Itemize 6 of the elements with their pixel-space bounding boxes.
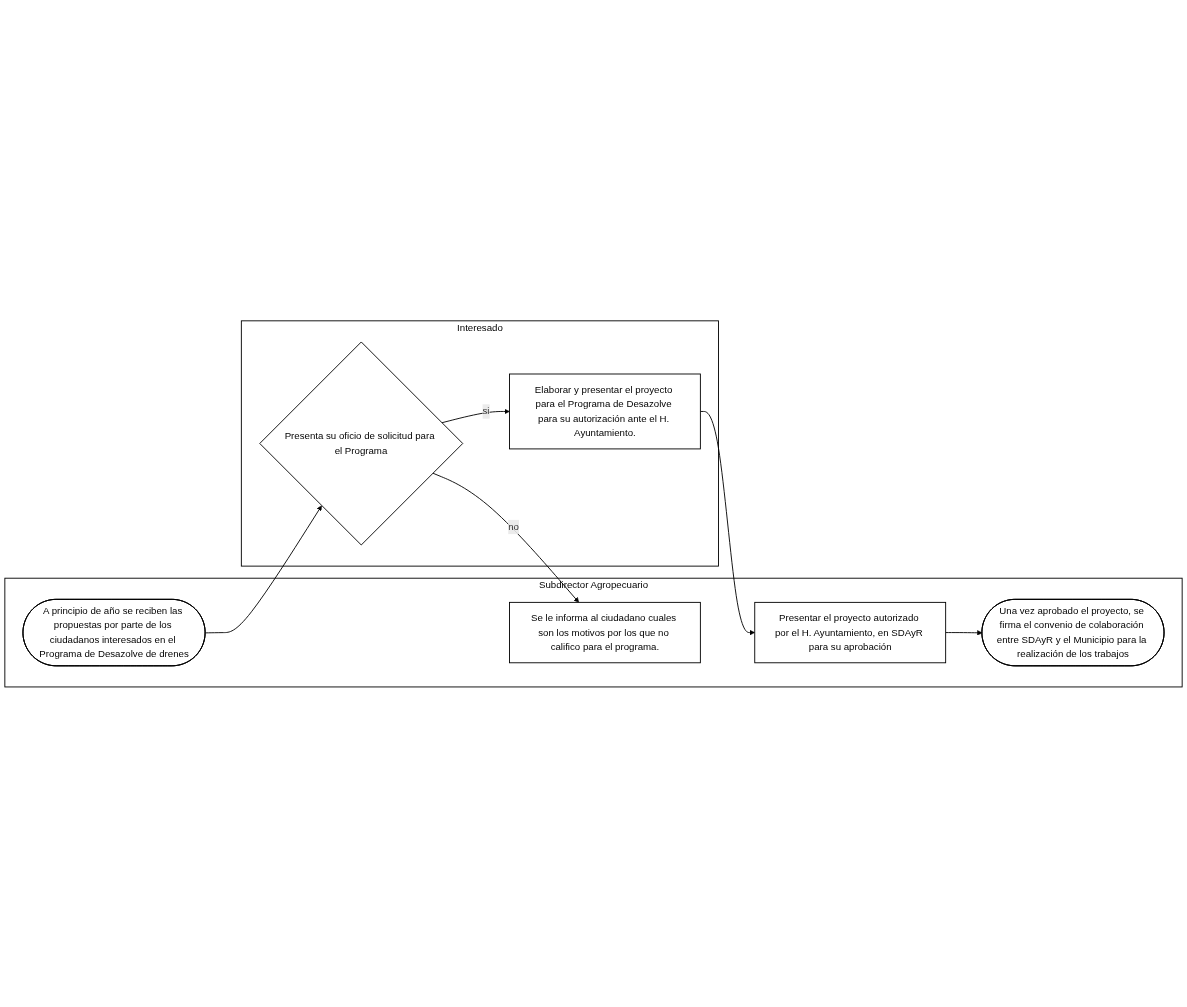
node-box: Se le informa al ciudadano cuales son los motivos por los que no califico para el programa. <box>509 601 701 663</box>
node-box: Presentar el proyecto autorizado por el H. Ayuntamiento, en SDAyR para su aprobación <box>754 601 947 663</box>
node-diamond: Presenta su oficio de solicitud para el Programa <box>259 341 464 546</box>
edge-label: si <box>482 405 490 416</box>
node-box: Elaborar y presentar el proyecto para el Programa de Desazolve para su autorización ante el H. Ayuntamiento. <box>509 373 701 449</box>
edge-label: no <box>508 521 519 532</box>
